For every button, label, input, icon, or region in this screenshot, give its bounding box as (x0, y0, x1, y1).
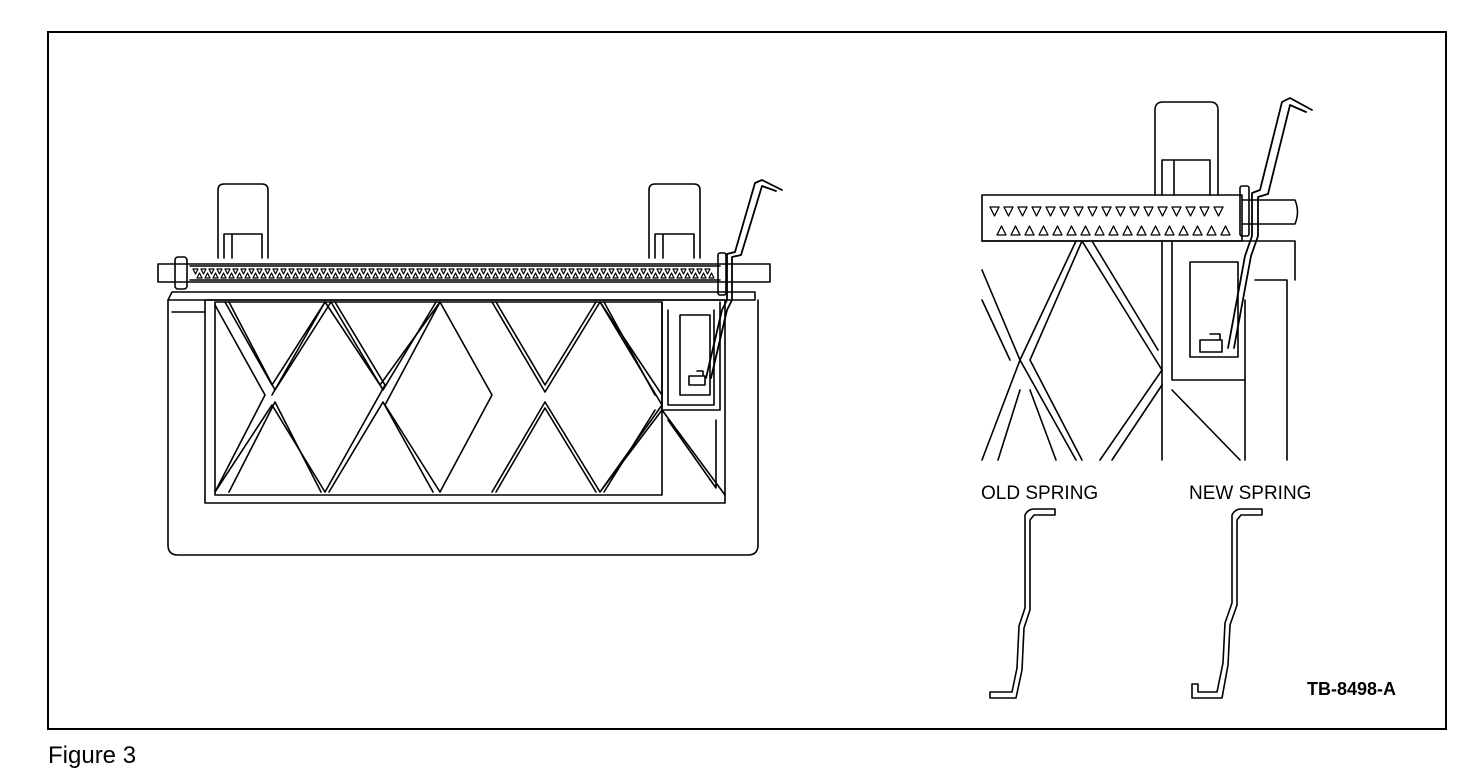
tray-inner-panel (204, 299, 726, 504)
figure-caption: Figure 3 (48, 742, 137, 769)
battery-tray-full-view (157, 179, 783, 556)
old-spring-label: OLD SPRING (981, 483, 1099, 504)
new-spring-profile (1191, 508, 1263, 699)
hold-down-bar (157, 263, 771, 283)
post-left (217, 183, 269, 259)
detail-lattice (981, 240, 1241, 461)
clip-pocket (661, 301, 721, 411)
figure-code-label: TB-8498-A (1307, 679, 1397, 699)
spring-clip (705, 179, 783, 379)
tray-body (167, 299, 759, 556)
detail-view (981, 97, 1313, 461)
tray-rim (167, 291, 756, 301)
detail-post (1154, 101, 1219, 196)
figure-frame (47, 31, 1447, 730)
old-spring-profile (989, 508, 1056, 699)
post-right (648, 183, 701, 259)
new-spring-label: NEW SPRING (1189, 483, 1312, 504)
detail-spring-clip (1227, 97, 1313, 349)
tray-lattice (214, 301, 663, 493)
detail-triangle-pattern (989, 206, 1231, 236)
bar-triangle-pattern (192, 268, 715, 279)
